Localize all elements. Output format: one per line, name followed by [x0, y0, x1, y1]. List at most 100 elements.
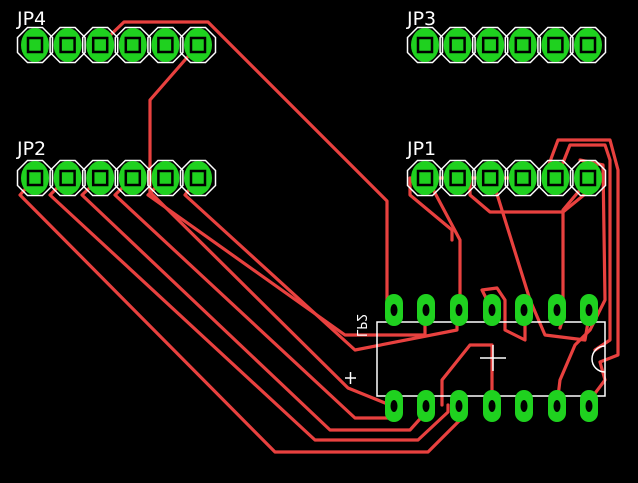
- ic-pin-drill: [488, 400, 496, 412]
- pad-drill: [124, 169, 142, 187]
- header-pad: [406, 159, 444, 197]
- copper-trace: [490, 176, 592, 342]
- pad-copper: [184, 28, 212, 62]
- ic-pin-drill: [390, 304, 398, 316]
- pad-copper: [476, 161, 505, 195]
- header-pad: [504, 26, 542, 64]
- ic-pins: [385, 294, 598, 422]
- pad-drill: [449, 36, 466, 54]
- pad-outline: [179, 159, 217, 197]
- pad-copper: [184, 161, 212, 195]
- header-pad: [114, 26, 152, 64]
- pad-drill: [514, 169, 532, 187]
- pad-drill: [91, 169, 109, 187]
- ic-pin-drill: [422, 400, 430, 412]
- ic-pin-drill: [585, 304, 593, 316]
- ic-pin: [515, 294, 533, 326]
- pad-drill: [91, 36, 109, 54]
- jp2-header: [16, 159, 217, 197]
- header-pad: [537, 159, 574, 197]
- ic-pin: [548, 294, 566, 326]
- jp4-label: JP4: [16, 8, 46, 30]
- pad-drill: [547, 169, 564, 187]
- ic-pin-drill: [585, 400, 593, 412]
- pad-outline: [16, 26, 54, 64]
- pad-outline: [439, 159, 476, 197]
- pad-outline: [406, 159, 444, 197]
- copper-trace: [98, 20, 389, 312]
- pad-drill: [514, 36, 532, 54]
- pad-drill: [124, 36, 142, 54]
- header-pad: [471, 159, 509, 197]
- header-pad: [439, 26, 476, 64]
- jp1-header: [406, 159, 607, 197]
- pad-drill: [416, 36, 434, 54]
- pad-outline: [439, 26, 476, 64]
- pad-drill: [481, 36, 499, 54]
- pad-copper: [443, 161, 472, 195]
- pad-copper: [118, 161, 147, 195]
- pad-copper: [574, 161, 602, 195]
- ic-pin-drill: [520, 400, 528, 412]
- pad-copper: [508, 28, 537, 62]
- header-pad: [471, 26, 509, 64]
- pad-outline: [471, 26, 509, 64]
- jp1-label: JP1: [406, 138, 436, 160]
- ic-pin-drill: [553, 400, 561, 412]
- ic-pin: [417, 390, 435, 422]
- pad-outline: [114, 159, 152, 197]
- pad-outline: [81, 159, 119, 197]
- ic-pin: [483, 294, 501, 326]
- header-pad: [504, 159, 542, 197]
- header-pad: [537, 26, 574, 64]
- pad-outline: [569, 159, 607, 197]
- pad-outline: [179, 26, 217, 64]
- jp4-header: [16, 26, 217, 64]
- jp3-header: [406, 26, 607, 64]
- pad-drill: [449, 169, 466, 187]
- pad-drill: [59, 36, 76, 54]
- ic-label: LP2: [353, 314, 368, 337]
- pad-copper: [86, 28, 115, 62]
- pad-copper: [151, 28, 180, 62]
- pad-copper: [541, 28, 570, 62]
- pad-drill: [26, 169, 44, 187]
- ic-pin-drill: [553, 304, 561, 316]
- pad-drill: [189, 36, 207, 54]
- pad-outline: [16, 159, 54, 197]
- pad-drill: [579, 36, 597, 54]
- header-pad: [81, 159, 119, 197]
- pin-headers: [16, 26, 607, 197]
- copper-trace: [480, 286, 527, 342]
- ic-pin: [450, 390, 468, 422]
- header-pad: [49, 159, 86, 197]
- ic-pin: [580, 390, 598, 422]
- jp2-label: JP2: [16, 138, 46, 160]
- copper-trace: [48, 176, 450, 442]
- pad-copper: [411, 28, 439, 62]
- copper-trace: [555, 143, 612, 352]
- ic-pin-drill: [422, 304, 430, 316]
- ic-pin-drill: [390, 400, 398, 412]
- pad-copper: [53, 161, 82, 195]
- ic-pin: [580, 294, 598, 326]
- pad-copper: [53, 28, 82, 62]
- pad-copper: [508, 161, 537, 195]
- ic-pin-drill: [520, 304, 528, 316]
- header-pad: [147, 159, 184, 197]
- copper-trace: [146, 176, 427, 337]
- pad-copper: [21, 161, 49, 195]
- header-pad: [179, 26, 217, 64]
- ic-package-lp2: LP2: [345, 294, 606, 422]
- ic-pin: [417, 294, 435, 326]
- pad-drill: [59, 169, 76, 187]
- pad-outline: [147, 26, 184, 64]
- ic-pin: [483, 390, 501, 422]
- pad-drill: [157, 36, 174, 54]
- ic-pin: [450, 294, 468, 326]
- jp3-label: JP3: [406, 8, 436, 30]
- ic-pin-drill: [455, 304, 463, 316]
- pad-outline: [81, 26, 119, 64]
- ic-notch: [591, 345, 606, 373]
